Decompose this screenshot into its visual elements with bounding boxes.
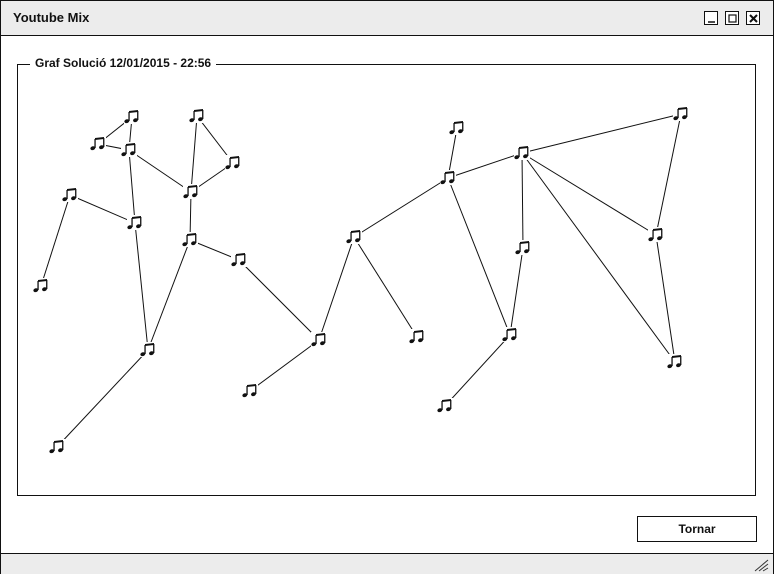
music-note-icon[interactable]	[124, 109, 140, 124]
music-note-icon[interactable]	[648, 227, 664, 242]
resize-grip-icon[interactable]	[753, 558, 769, 572]
music-note-icon[interactable]	[409, 329, 425, 344]
music-note-icon[interactable]	[667, 354, 683, 369]
graph-edge	[134, 222, 149, 351]
graph-edge	[249, 339, 320, 392]
music-note-icon[interactable]	[502, 327, 518, 342]
graph-edge	[447, 127, 458, 179]
graph-edge	[521, 113, 682, 154]
graph-edge	[444, 334, 511, 407]
graph-edge	[69, 194, 136, 224]
graph-edge	[40, 194, 71, 287]
graph-edge	[128, 149, 136, 224]
graph-canvas	[33, 106, 689, 454]
graph-edge	[318, 236, 355, 341]
music-note-icon[interactable]	[49, 439, 65, 454]
graph-edge	[189, 239, 240, 261]
window-title: Youtube Mix	[13, 10, 90, 25]
graph-panel-title: Graf Solució 12/01/2015 - 22:56	[30, 56, 217, 70]
close-button[interactable]	[746, 11, 760, 25]
music-note-icon[interactable]	[440, 170, 456, 185]
music-note-icon[interactable]	[127, 215, 143, 230]
graph-edge	[521, 152, 524, 249]
music-note-icon[interactable]	[183, 184, 199, 199]
music-note-icon[interactable]	[189, 108, 205, 123]
music-note-icon[interactable]	[346, 229, 362, 244]
graph-edge	[447, 177, 511, 336]
music-note-icon[interactable]	[140, 342, 156, 357]
music-note-icon[interactable]	[62, 187, 78, 202]
graph-edge	[190, 115, 198, 193]
graph-panel	[17, 64, 756, 496]
minimize-icon	[708, 21, 715, 23]
maximize-icon	[728, 14, 737, 23]
music-note-icon[interactable]	[514, 145, 530, 160]
maximize-button[interactable]	[725, 11, 739, 25]
music-note-icon[interactable]	[242, 383, 258, 398]
music-note-icon[interactable]	[515, 240, 531, 255]
music-note-icon[interactable]	[121, 142, 137, 157]
graph-edge	[56, 349, 149, 448]
graph-edge	[509, 247, 524, 336]
back-button[interactable]: Tornar	[637, 516, 757, 542]
music-note-icon[interactable]	[225, 155, 241, 170]
status-bar	[1, 553, 773, 574]
music-note-icon[interactable]	[437, 398, 453, 413]
graph-edge	[238, 259, 320, 341]
music-note-icon[interactable]	[449, 120, 465, 135]
music-note-icon[interactable]	[673, 106, 689, 121]
music-note-icon[interactable]	[311, 332, 327, 347]
music-note-icon[interactable]	[33, 278, 49, 293]
graph-edge	[353, 236, 418, 338]
close-icon	[749, 14, 758, 23]
graph-edge	[128, 149, 192, 193]
minimize-button[interactable]	[704, 11, 718, 25]
music-note-icon[interactable]	[90, 136, 106, 151]
graph-edge	[353, 177, 449, 238]
graph-edge	[521, 152, 657, 236]
music-note-icon[interactable]	[182, 232, 198, 247]
graph-edge	[447, 152, 523, 179]
music-note-icon[interactable]	[231, 252, 247, 267]
title-bar[interactable]: Youtube Mix	[1, 1, 773, 36]
graph-edge	[655, 234, 676, 363]
graph-edge	[655, 113, 682, 236]
graph-edge	[521, 152, 676, 363]
graph-edge	[147, 239, 191, 351]
